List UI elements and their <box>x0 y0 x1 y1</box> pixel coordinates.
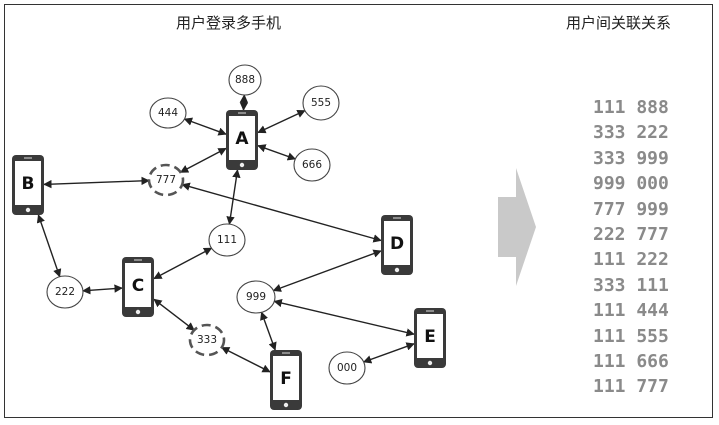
link-E-000 <box>362 342 415 364</box>
link-D-777 <box>181 182 382 243</box>
link-F-999 <box>260 311 277 351</box>
phone-b-icon: B <box>12 155 44 215</box>
link-A-111 <box>226 169 241 225</box>
relation-pair: 111 888 <box>593 97 669 118</box>
phone-label: B <box>22 174 35 194</box>
link-B-777 <box>43 176 150 189</box>
link-E-999 <box>273 298 415 337</box>
right-arrow-icon <box>498 168 536 286</box>
relation-pair: 111 444 <box>593 300 669 322</box>
user-node-888: 888 <box>228 64 262 96</box>
phone-c-icon: C <box>122 257 154 317</box>
link-C-333 <box>153 298 195 331</box>
user-node-999: 999 <box>236 280 276 314</box>
link-A-555 <box>257 109 306 134</box>
user-node-333: 333 <box>188 323 226 357</box>
user-node-555: 555 <box>302 85 340 121</box>
relation-pairs-list: 111 888 333 222 333 999 999 000 777 999 222 7… <box>593 95 669 400</box>
user-node-000: 000 <box>328 351 366 385</box>
phone-e-icon: E <box>414 308 446 368</box>
user-label: 222 <box>55 286 75 298</box>
phone-label: C <box>132 276 144 296</box>
user-label: 999 <box>246 291 266 303</box>
user-label: 555 <box>311 97 331 109</box>
relation-pair: 777 999 <box>593 198 669 220</box>
relation-pair: 111 555 <box>593 325 669 347</box>
user-label: 111 <box>217 234 237 246</box>
link-C-222 <box>82 284 123 295</box>
phone-a-icon: A <box>226 110 258 170</box>
relation-pair: 111 222 <box>593 249 669 271</box>
link-B-222 <box>36 214 62 278</box>
phone-label: D <box>390 234 404 254</box>
link-A-666 <box>257 144 297 161</box>
link-A-777 <box>179 147 227 173</box>
user-label: 444 <box>158 107 178 119</box>
relation-pair: 222 777 <box>593 224 669 246</box>
user-node-777: 777 <box>147 163 185 197</box>
left-title: 用户登录多手机 <box>176 14 282 32</box>
link-D-999 <box>272 249 382 292</box>
right-title: 用户间关联关系 <box>566 14 672 32</box>
user-node-111: 111 <box>208 223 246 257</box>
relation-pair: 333 222 <box>593 122 669 144</box>
phone-label: E <box>424 327 436 347</box>
relation-pair: 111 666 <box>593 351 669 373</box>
phone-label: A <box>235 129 249 149</box>
user-label: 888 <box>235 74 255 86</box>
link-A-888 <box>239 94 249 111</box>
phone-f-icon: F <box>270 350 302 410</box>
relation-pair: 333 111 <box>593 274 669 296</box>
user-node-666: 666 <box>293 148 331 182</box>
link-F-333 <box>220 346 271 373</box>
link-A-444 <box>183 117 227 136</box>
diagram-frame <box>4 4 713 418</box>
user-node-444: 444 <box>149 97 187 129</box>
user-label: 000 <box>337 362 357 374</box>
user-label: 666 <box>302 159 322 171</box>
phone-d-icon: D <box>381 215 413 275</box>
relation-pair: 333 999 <box>593 147 669 169</box>
relation-pair: 111 777 <box>593 376 669 398</box>
user-node-222: 222 <box>46 275 84 309</box>
phone-label: F <box>280 369 292 389</box>
relation-pair: 999 000 <box>593 173 669 195</box>
user-label: 333 <box>197 334 217 346</box>
link-C-111 <box>153 247 213 280</box>
user-label: 777 <box>156 174 176 186</box>
